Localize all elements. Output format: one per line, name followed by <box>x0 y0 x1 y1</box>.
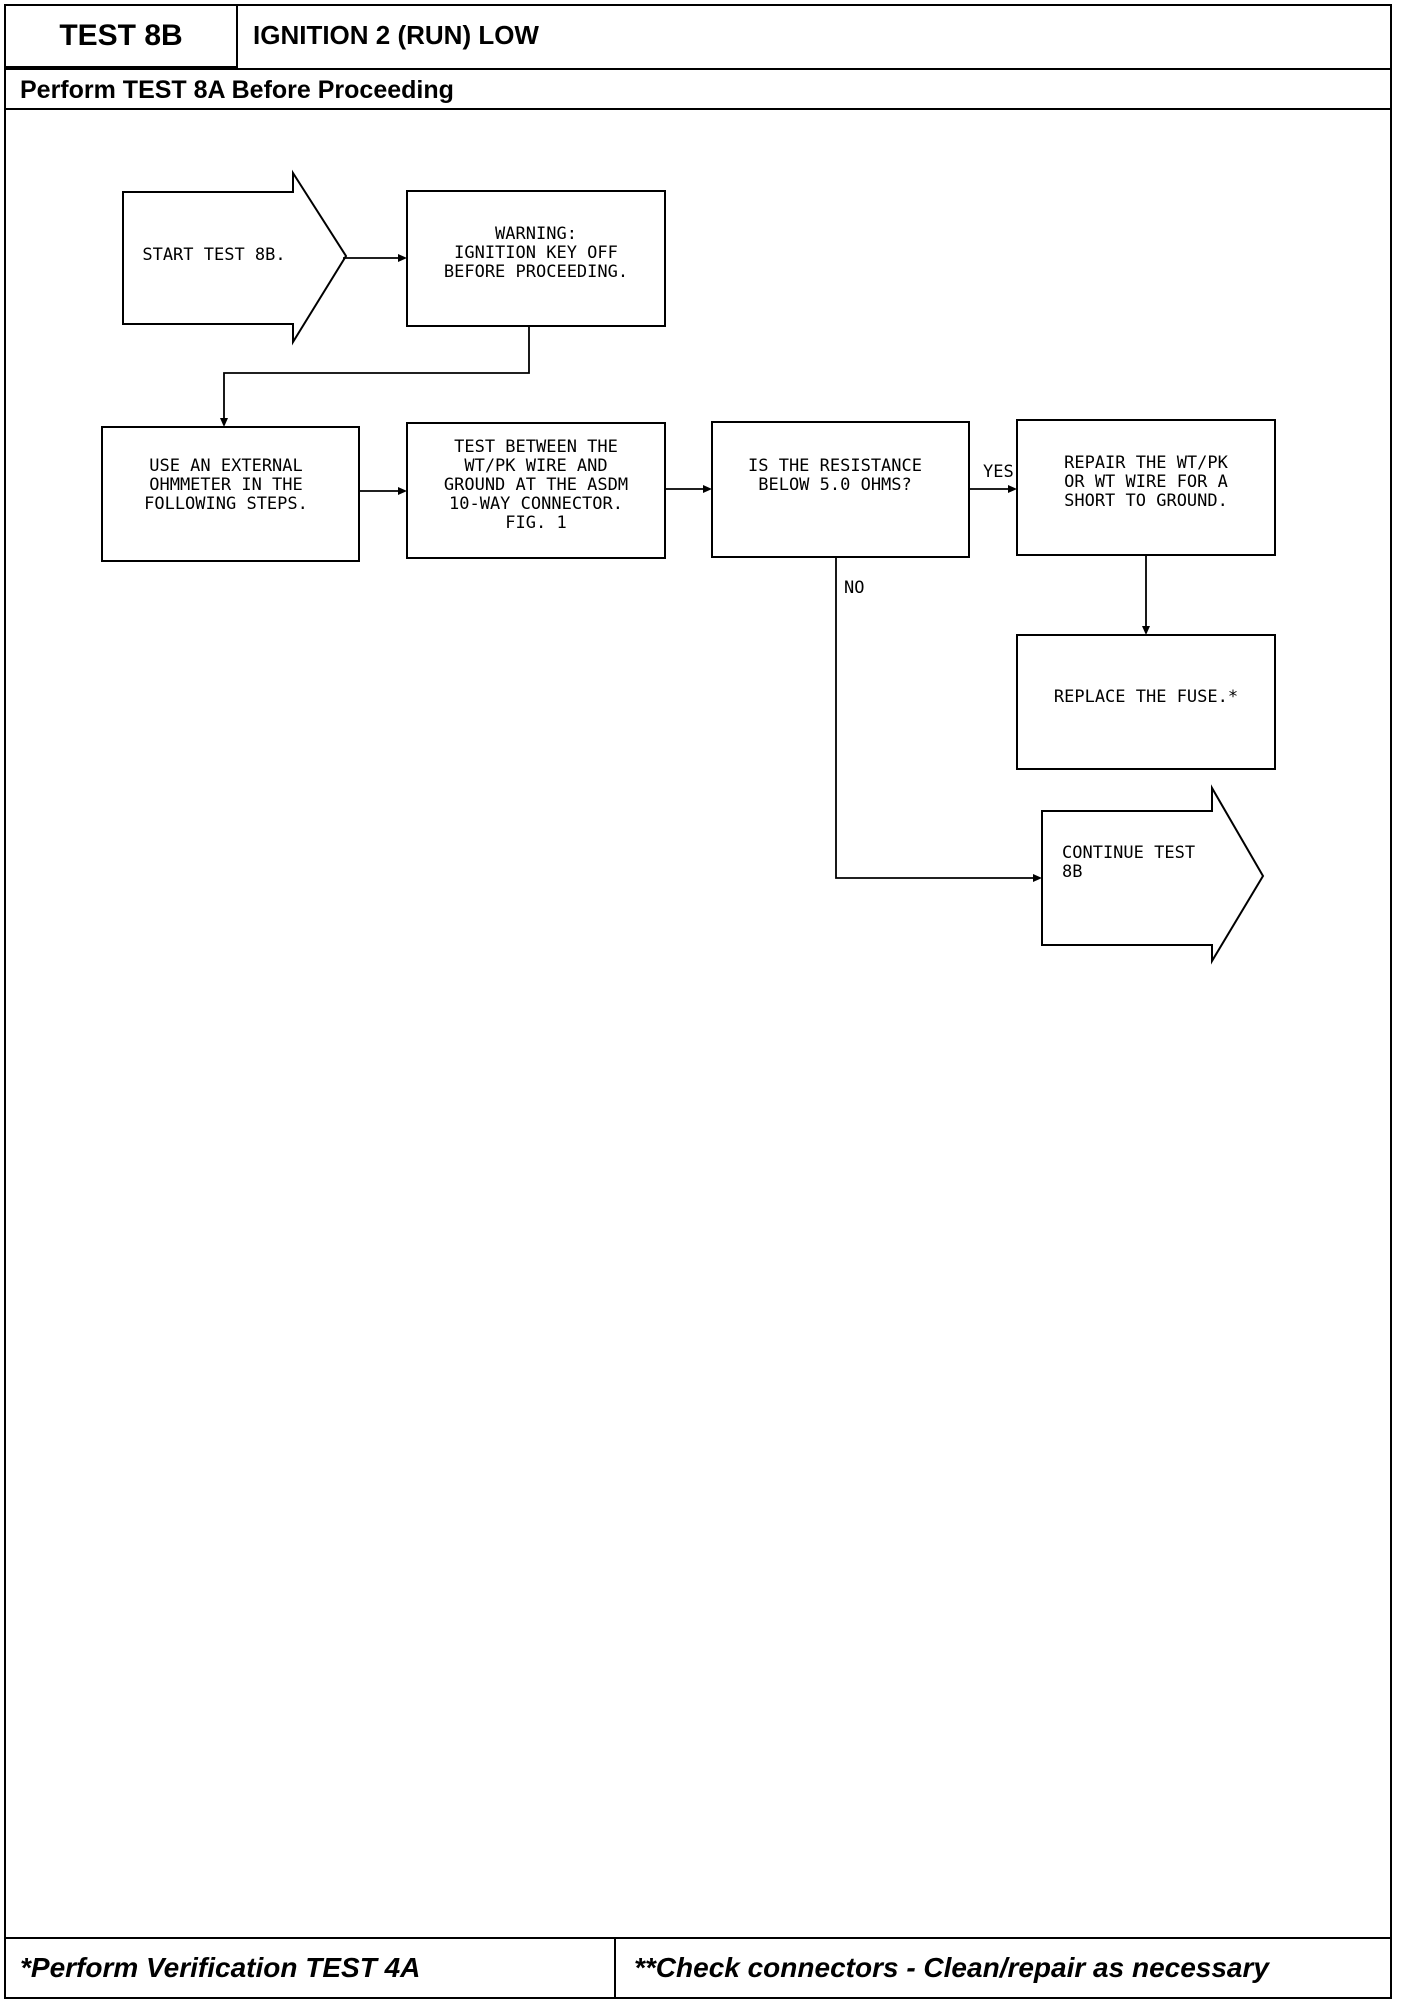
replace-fuse-box <box>1016 634 1276 770</box>
warning-box <box>406 190 666 327</box>
header-divider <box>6 108 1390 110</box>
header-divider <box>6 68 1390 70</box>
node-text-line: 10-WAY CONNECTOR. <box>449 494 623 514</box>
continue-arrow-shape <box>1041 784 1265 965</box>
node-text-line: FOLLOWING STEPS. <box>144 494 308 514</box>
start-text: START TEST 8B. <box>142 245 285 265</box>
test-id: TEST 8B <box>6 6 238 68</box>
node-text-line: IGNITION KEY OFF <box>454 243 618 263</box>
arrowhead <box>1033 874 1042 882</box>
decision-box <box>711 421 970 558</box>
node-text-line: FIG. 1 <box>505 513 566 533</box>
node-text-line: BELOW 5.0 OHMS? <box>758 475 912 495</box>
node-text-line: USE AN EXTERNAL <box>149 456 303 476</box>
arrowhead <box>398 254 407 262</box>
footer-verification-note: *Perform Verification TEST 4A <box>6 1939 616 1997</box>
node-text-line: WT/PK WIRE AND <box>464 456 607 476</box>
node-text-line: START TEST 8B. <box>142 245 285 265</box>
replace-fuse-text: REPLACE THE FUSE.* <box>1054 687 1238 707</box>
node-text-line: CONTINUE TEST <box>1062 843 1195 863</box>
connector-decision-continue <box>835 557 1035 879</box>
node-text-line: WARNING: <box>495 224 577 244</box>
arrowhead <box>1008 485 1017 493</box>
node-text-line: GROUND AT THE ASDM <box>444 475 628 495</box>
yes-label: YES <box>983 462 1014 482</box>
no-label: NO <box>844 578 864 598</box>
diagnostic-page: TEST 8B IGNITION 2 (RUN) LOW Perform TES… <box>4 4 1392 1999</box>
test-title: IGNITION 2 (RUN) LOW <box>253 20 539 50</box>
footer-connectors-note: **Check connectors - Clean/repair as nec… <box>634 1952 1269 1983</box>
footer: *Perform Verification TEST 4A **Check co… <box>6 1937 1390 1997</box>
arrowhead <box>398 487 407 495</box>
node-text-line: 8B <box>1062 862 1082 882</box>
node-text-line: TEST BETWEEN THE <box>454 437 618 457</box>
connector-warning-ohmmeter <box>223 326 530 420</box>
ohmmeter-box <box>101 426 360 562</box>
node-text-line: IS THE RESISTANCE <box>748 456 922 476</box>
node-text-line: OHMMETER IN THE <box>149 475 303 495</box>
node-text-line: REPLACE THE FUSE.* <box>1054 687 1238 707</box>
repair-box <box>1016 419 1276 556</box>
node-text-line: REPAIR THE WT/PK <box>1064 453 1229 473</box>
node-text-line: BEFORE PROCEEDING. <box>444 262 628 282</box>
arrowhead <box>703 485 712 493</box>
prerequisite-note: Perform TEST 8A Before Proceeding <box>20 76 454 104</box>
node-text-line: OR WT WIRE FOR A <box>1064 472 1228 492</box>
test-between-box <box>406 422 666 559</box>
start-arrow-shape <box>122 169 348 346</box>
node-text-line: SHORT TO GROUND. <box>1064 491 1228 511</box>
arrowhead <box>1142 626 1150 635</box>
arrowhead <box>220 418 228 427</box>
